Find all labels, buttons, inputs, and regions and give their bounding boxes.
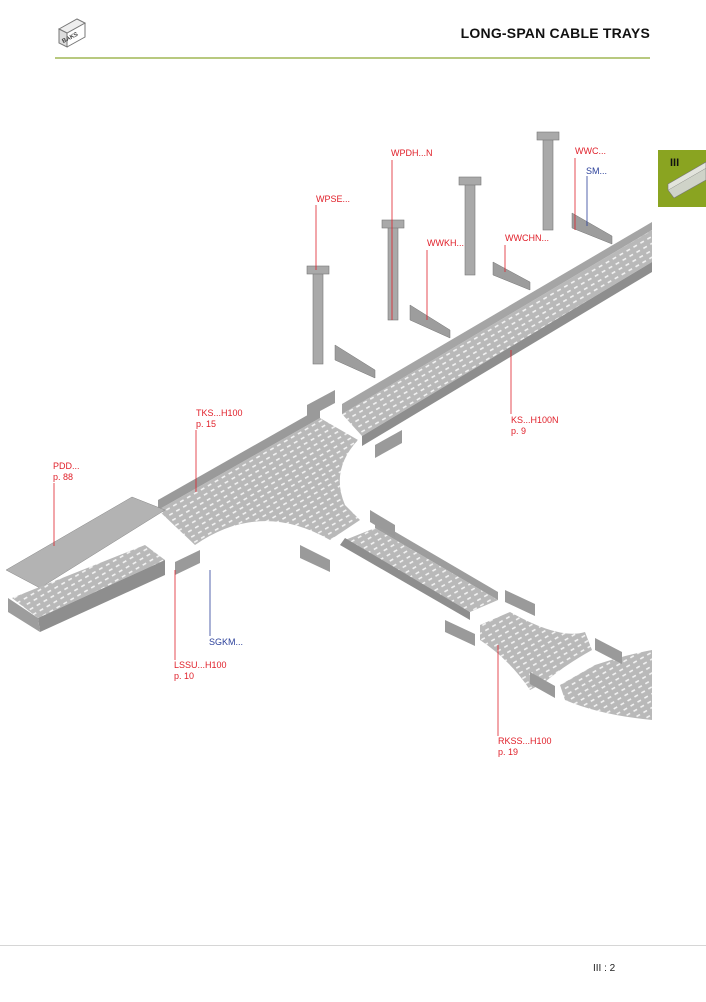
callout-code: KS...H100N: [511, 415, 559, 425]
footer-divider: [0, 945, 706, 946]
header-divider: [55, 57, 650, 59]
callout-page: p. 9: [511, 426, 527, 436]
callout-page: p. 88: [53, 472, 74, 482]
connector-plates: [175, 390, 622, 698]
bend-tray: [560, 650, 652, 720]
callout-page: p. 19: [498, 747, 519, 757]
callout-wwkh: WWKH...: [427, 238, 464, 248]
tee-tray-tks: [158, 408, 360, 545]
callout-sgkm: SGKM...: [209, 637, 244, 647]
tray-cover-pdd: [5, 496, 166, 589]
baks-logo: BAKS: [55, 15, 91, 51]
callout-wpdh: WPDH...N: [391, 148, 433, 158]
wall-brackets: [334, 212, 613, 379]
section-tab[interactable]: [658, 150, 706, 207]
callout-page: p. 10: [174, 671, 195, 681]
page-title: LONG-SPAN CABLE TRAYS: [460, 25, 650, 41]
leader-lines: [53, 158, 588, 736]
straight-tray-lower: [340, 520, 498, 620]
support-columns: [306, 131, 560, 365]
reducer-tray-rkss: [480, 612, 592, 690]
callout-pdd: PDD...p. 88: [53, 461, 80, 483]
page-number: III : 2: [593, 963, 616, 974]
callout-code: RKSS...H100: [498, 736, 552, 746]
callout-wpse: WPSE...: [316, 194, 351, 204]
callout-code: LSSU...H100: [174, 660, 227, 670]
callout-wwc: WWC...: [575, 146, 606, 156]
section-tab-label: III: [670, 157, 680, 169]
callout-page: p. 15: [196, 419, 217, 429]
callout-code: TKS...H100: [196, 408, 243, 418]
callout-wwchn: WWCHN...: [505, 233, 549, 243]
straight-tray-ks: [342, 222, 652, 446]
callout-code: PDD...: [53, 461, 80, 471]
cable-tray-thumbnail-icon: [667, 161, 706, 199]
straight-tray-left: [8, 545, 165, 632]
callout-sm: SM...: [586, 166, 608, 176]
